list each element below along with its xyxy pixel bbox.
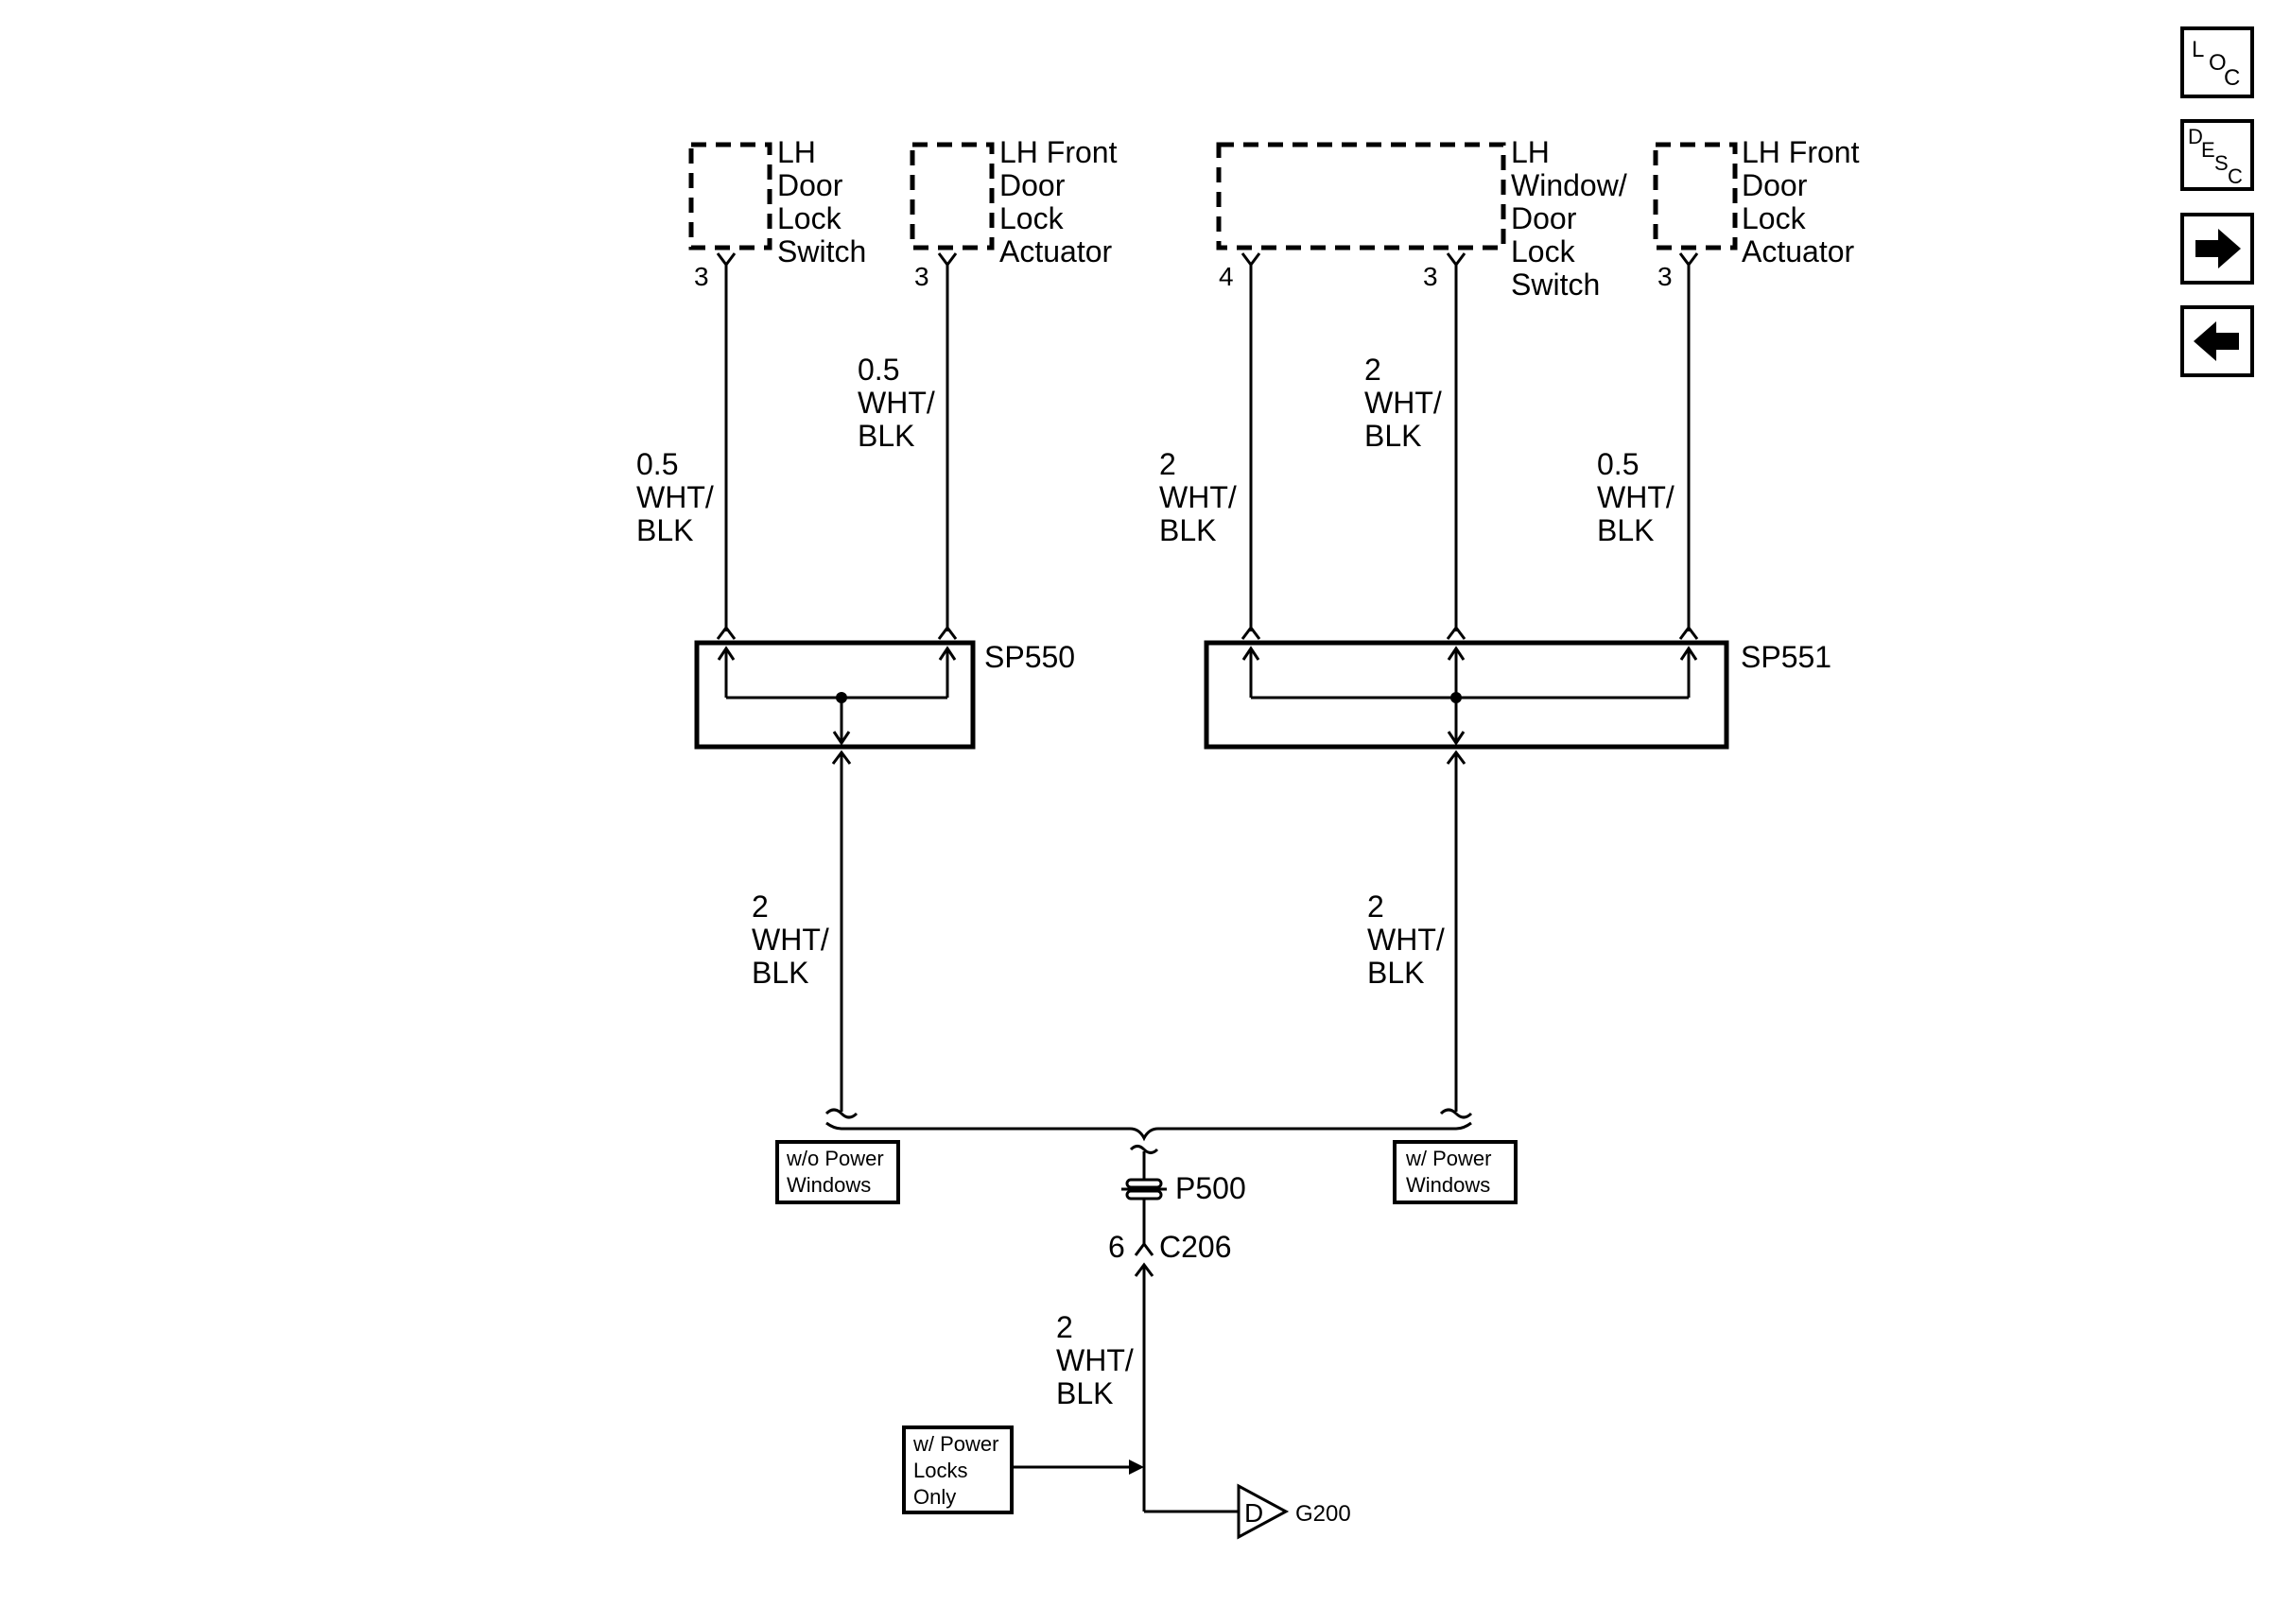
connector-mark	[1447, 646, 1466, 661]
connector-p500-label: P500	[1175, 1171, 1246, 1205]
connector-mark	[937, 625, 958, 640]
pin-actuator-left: 3	[914, 262, 929, 291]
connector-mark	[1679, 646, 1698, 661]
connector-mark	[1241, 252, 1261, 268]
lh-window-door-lock-switch-box	[1216, 142, 1506, 251]
lh-door-lock-switch-label: LH Door Lock Switch	[777, 135, 866, 268]
next-page-button[interactable]	[2180, 213, 2254, 285]
ground-symbol	[1237, 1483, 1290, 1540]
option-w-power-windows-label: w/ Power Windows	[1405, 1147, 1498, 1197]
option-bus	[825, 1121, 1472, 1142]
option-wo-power-windows-label: w/o Power Windows	[786, 1147, 890, 1197]
ground-label: G200	[1295, 1501, 1351, 1527]
splice-node	[1450, 692, 1462, 703]
wire-label-w8: 2 WHT/ BLK	[1056, 1310, 1142, 1410]
c206-pin-label: 6	[1108, 1230, 1125, 1264]
pin-window-switch-a: 4	[1219, 262, 1234, 291]
option-wo-power-windows-box	[775, 1140, 900, 1204]
pin-window-switch-b: 3	[1423, 262, 1438, 291]
connector-mark	[716, 625, 737, 640]
wire-label-w2: 0.5 WHT/ BLK	[858, 353, 944, 453]
connector-mark	[937, 252, 958, 268]
svg-text:E: E	[2201, 138, 2215, 162]
connector-mark	[1241, 646, 1260, 661]
connector-mark	[938, 646, 957, 661]
lh-window-door-lock-switch-label: LH Window/ Door Lock Switch	[1511, 135, 1636, 302]
wire-label-w1: 0.5 WHT/ BLK	[636, 447, 722, 547]
loc-button[interactable]: L O C	[2180, 26, 2254, 98]
option-w-power-locks-only-label: w/ Power Locks Only	[912, 1432, 1005, 1509]
svg-text:D: D	[2188, 125, 2203, 148]
wire-label-w3: 2 WHT/ BLK	[1159, 447, 1245, 547]
connector-mark	[1447, 731, 1466, 746]
desc-button[interactable]: D E S C	[2180, 119, 2254, 191]
lh-front-door-lock-actuator-label-2: LH Front Door Lock Actuator	[1742, 135, 1867, 268]
pin-switch-left: 3	[694, 262, 709, 291]
lh-front-door-lock-actuator-label-1: LH Front Door Lock Actuator	[999, 135, 1125, 268]
splice-node	[836, 692, 847, 703]
p500-connector-symbol	[1121, 1172, 1167, 1244]
wire-label-w7: 2 WHT/ BLK	[1367, 890, 1453, 990]
wire-label-w6: 2 WHT/ BLK	[752, 890, 838, 990]
splice-sp550-label: SP550	[984, 640, 1075, 674]
connector-mark	[716, 252, 737, 268]
option-break	[1129, 1145, 1159, 1154]
option-break	[1439, 1108, 1473, 1119]
lh-door-lock-switch-box	[688, 142, 772, 251]
wire-label-w5: 0.5 WHT/ BLK	[1597, 447, 1683, 547]
option-break	[824, 1108, 859, 1119]
lh-front-door-lock-actuator-box-1	[910, 142, 995, 251]
wire-label-w4: 2 WHT/ BLK	[1364, 353, 1450, 453]
connector-mark	[1446, 252, 1466, 268]
splice-sp550-box	[694, 640, 976, 750]
svg-text:O: O	[2209, 50, 2227, 76]
connector-mark	[717, 646, 736, 661]
prev-page-button[interactable]	[2180, 305, 2254, 377]
pin-actuator-right: 3	[1657, 262, 1673, 291]
svg-text:L: L	[2192, 37, 2204, 62]
splice-sp551-label: SP551	[1741, 640, 1831, 674]
connector-mark	[1446, 625, 1466, 640]
ground-symbol-letter: D	[1244, 1498, 1263, 1528]
arrow-head	[1129, 1460, 1144, 1475]
lh-front-door-lock-actuator-box-2	[1653, 142, 1738, 251]
option-w-power-windows-box	[1393, 1140, 1518, 1204]
connector-mark	[1134, 1241, 1154, 1256]
option-w-power-locks-only-box	[902, 1425, 1014, 1514]
svg-text:S: S	[2214, 151, 2229, 175]
connector-mark	[1678, 625, 1699, 640]
connector-mark	[1241, 625, 1261, 640]
connector-mark	[832, 731, 851, 746]
connector-c206-label: C206	[1159, 1230, 1232, 1264]
svg-text:C: C	[2228, 164, 2243, 188]
svg-text:C: C	[2224, 65, 2240, 91]
connector-mark	[1678, 252, 1699, 268]
arrow-left-icon	[2194, 321, 2239, 361]
arrow-right-icon	[2195, 229, 2241, 268]
splice-sp551-box	[1204, 640, 1729, 750]
